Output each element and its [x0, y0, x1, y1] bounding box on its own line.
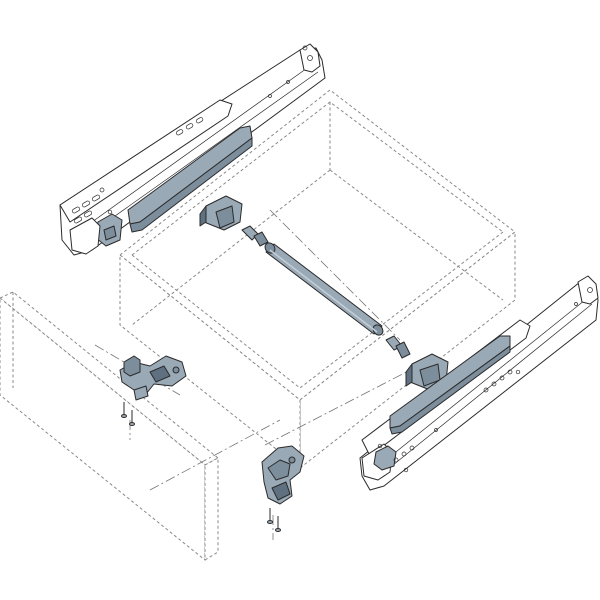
drawer-front [0, 291, 219, 562]
screw-left-1 [121, 402, 127, 418]
left-runner-holes [71, 80, 290, 224]
right-runner-holes [377, 302, 578, 473]
screw-left-2 [129, 410, 135, 426]
right-runner [359, 275, 599, 491]
mounting-screw [121, 402, 281, 532]
screw-right-1 [267, 508, 273, 524]
locking-device-right [261, 445, 305, 505]
rear-bracket-left [199, 195, 243, 231]
synchronisation-rod [241, 225, 411, 359]
locking-device-left [119, 355, 187, 401]
left-runner [59, 43, 326, 256]
screw-right-2 [275, 516, 281, 532]
